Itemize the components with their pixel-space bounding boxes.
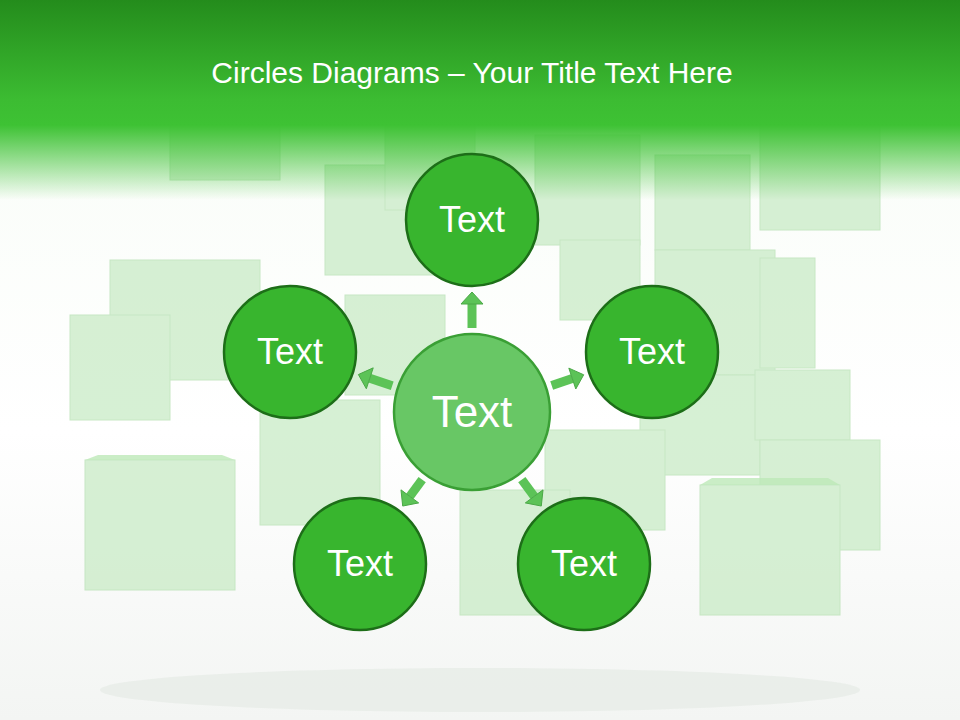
circle-outline: [406, 154, 538, 286]
circle-text: Text: [439, 199, 505, 241]
circle-text: Text: [257, 331, 323, 373]
outer-circle: Text: [222, 284, 358, 420]
circle-label: Text: [222, 284, 358, 420]
circle-label: Text: [292, 496, 428, 632]
block-arrow: [552, 368, 584, 389]
circle-outline: [224, 286, 356, 418]
circle-label: Text: [404, 152, 540, 288]
circle-outline: [394, 334, 550, 490]
outer-circle: Text: [404, 152, 540, 288]
circle-outline: [294, 498, 426, 630]
outer-circle: Text: [292, 496, 428, 632]
outer-circle: Text: [516, 496, 652, 632]
block-arrow: [358, 368, 392, 389]
circle-outline: [586, 286, 718, 418]
circle-text: Text: [619, 331, 685, 373]
block-arrow: [522, 480, 543, 506]
circle-text: Text: [327, 543, 393, 585]
block-arrow: [461, 292, 483, 328]
slide-title: Circles Diagrams – Your Title Text Here: [0, 56, 944, 90]
circle-outline: [518, 498, 650, 630]
title-text: Circles Diagrams – Your Title Text Here: [211, 56, 732, 89]
circle-label: Text: [516, 496, 652, 632]
outer-circle: Text: [584, 284, 720, 420]
circle-label: Text: [392, 332, 552, 492]
circle-label: Text: [584, 284, 720, 420]
circle-text: Text: [432, 387, 513, 437]
block-arrow: [401, 480, 422, 506]
circle-text: Text: [551, 543, 617, 585]
center-circle: Text: [392, 332, 552, 492]
